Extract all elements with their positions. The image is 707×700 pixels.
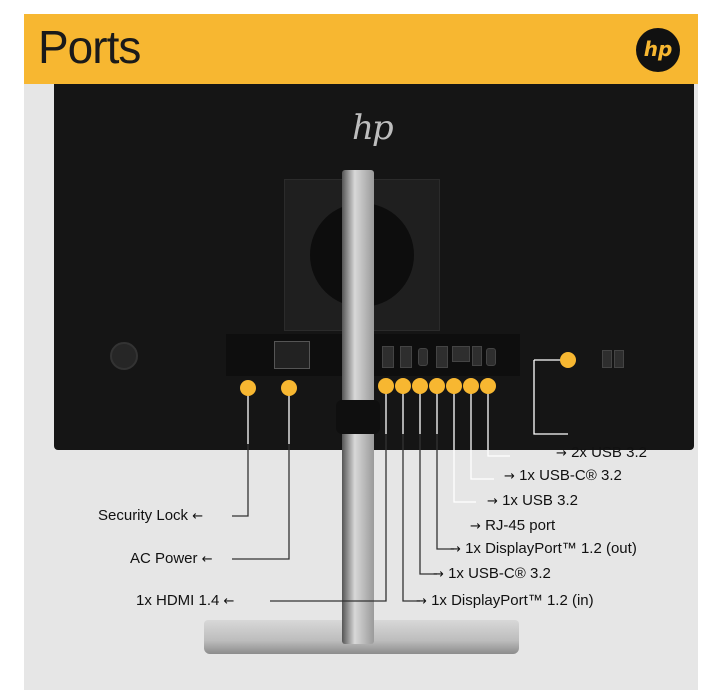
arrow-left-icon: ← <box>201 552 213 567</box>
arrow-right-icon: → <box>450 542 461 557</box>
label-text: 2x USB 3.2 <box>571 444 647 461</box>
dp-in-port-icon <box>400 346 412 368</box>
arrow-right-icon: → <box>470 519 481 534</box>
label-text: 1x DisplayPort™ 1.2 (out) <box>465 540 637 557</box>
callout-dot-usbc-mid <box>412 378 428 394</box>
header-bar: Ports hp <box>24 14 698 84</box>
label-text: 1x DisplayPort™ 1.2 (in) <box>431 592 594 609</box>
arrow-right-icon: → <box>416 594 427 609</box>
label-hdmi: 1x HDMI 1.4 ← <box>136 592 234 609</box>
label-usbc-top: → 1x USB-C® 3.2 <box>504 467 622 484</box>
arrow-right-icon: → <box>433 567 444 582</box>
logo-text: hp <box>643 37 673 61</box>
label-text: 1x USB-C® 3.2 <box>448 565 551 582</box>
callout-dot-dp-in <box>395 378 411 394</box>
label-usb32-2x: → 2x USB 3.2 <box>556 444 647 461</box>
label-rj45: → RJ-45 port <box>470 517 555 534</box>
callout-lines <box>232 359 568 602</box>
rj45-port-icon <box>452 346 470 362</box>
label-text: 1x HDMI 1.4 <box>136 592 220 609</box>
ac-socket-icon <box>274 341 310 369</box>
hdmi-port-icon <box>382 346 394 368</box>
label-usbc-mid: → 1x USB-C® 3.2 <box>433 565 551 582</box>
callout-dot-usbc-top <box>480 378 496 394</box>
label-text: 1x USB 3.2 <box>502 492 578 509</box>
callout-dot-rj45 <box>446 378 462 394</box>
usb-side-port-2-icon <box>614 350 624 368</box>
arrow-left-icon: ← <box>192 509 204 524</box>
label-text: 1x USB-C® 3.2 <box>519 467 622 484</box>
usb-side-port-1-icon <box>602 350 612 368</box>
arrow-right-icon: → <box>556 446 567 461</box>
label-dp-in: → 1x DisplayPort™ 1.2 (in) <box>416 592 594 609</box>
monitor-brand-logo: hp <box>352 108 394 148</box>
arrow-right-icon: → <box>504 469 515 484</box>
callout-dot-hdmi <box>378 378 394 394</box>
page-title: Ports <box>38 21 141 73</box>
arrow-right-icon: → <box>487 494 498 509</box>
power-button-icon <box>110 342 138 370</box>
usbc-port-icon <box>418 348 428 366</box>
callout-dot-dp-out <box>429 378 445 394</box>
arrow-left-icon: ← <box>223 594 235 609</box>
label-text: RJ-45 port <box>485 517 556 534</box>
dp-out-port-icon <box>436 346 448 368</box>
callout-dot-usb-1x <box>463 378 479 394</box>
label-text: Security Lock <box>98 507 189 524</box>
callout-dot-security-lock <box>240 380 256 396</box>
label-text: AC Power <box>130 550 198 567</box>
label-ac-power: AC Power ← <box>130 550 213 567</box>
callout-dot-usb-side-1 <box>560 352 576 368</box>
ports-infographic: Ports hp hp <box>24 14 698 690</box>
usbc-port-2-icon <box>486 348 496 366</box>
label-usb32-1x: → 1x USB 3.2 <box>487 492 578 509</box>
cable-clip <box>336 400 380 434</box>
callout-dot-ac-power <box>281 380 297 396</box>
hp-logo-icon: hp <box>636 28 680 72</box>
label-dp-out: → 1x DisplayPort™ 1.2 (out) <box>450 540 637 557</box>
usb-port-icon <box>472 346 482 366</box>
monitor-back: hp <box>54 84 694 450</box>
label-security-lock: Security Lock ← <box>98 507 203 524</box>
